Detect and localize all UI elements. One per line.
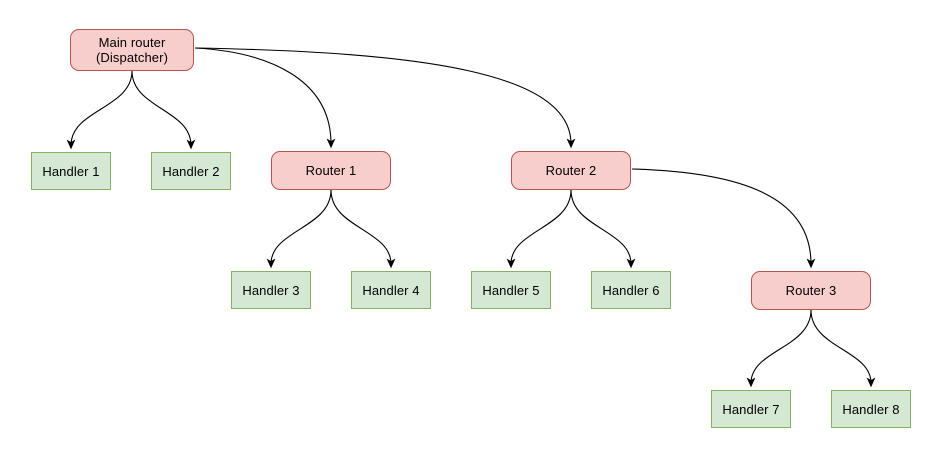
node-handler-8[interactable]: Handler 8: [831, 390, 911, 428]
edge-router-2-to-router-3: [631, 168, 816, 269]
edge-router-2-to-handler-5: [506, 189, 572, 269]
node-handler-7[interactable]: Handler 7: [711, 390, 791, 428]
edge-main-router-to-handler-1: [66, 70, 133, 150]
node-label-handler-7: Handler 7: [722, 401, 780, 417]
edge-main-router-to-router-1: [194, 47, 336, 149]
edge-main-router-to-router-2: [194, 47, 576, 149]
node-label-handler-3: Handler 3: [242, 282, 300, 298]
node-handler-1[interactable]: Handler 1: [31, 152, 111, 190]
edge-router-3-to-handler-7: [746, 309, 812, 388]
node-label-handler-1: Handler 1: [42, 163, 100, 179]
edge-router-3-to-handler-8: [810, 309, 876, 388]
node-router-3[interactable]: Router 3: [751, 271, 871, 310]
node-handler-5[interactable]: Handler 5: [471, 271, 551, 309]
node-label-router-3: Router 3: [785, 283, 837, 298]
node-label-handler-4: Handler 4: [362, 282, 420, 298]
node-label-handler-2: Handler 2: [162, 163, 220, 179]
node-label-handler-5: Handler 5: [482, 282, 540, 298]
node-label-router-2: Router 2: [545, 163, 597, 178]
node-handler-4[interactable]: Handler 4: [351, 271, 431, 309]
node-label-handler-8: Handler 8: [842, 401, 900, 417]
node-router-2[interactable]: Router 2: [511, 151, 631, 190]
edge-router-1-to-handler-3: [266, 189, 332, 269]
node-handler-3[interactable]: Handler 3: [231, 271, 311, 309]
node-label-router-1: Router 1: [305, 163, 357, 178]
node-router-1[interactable]: Router 1: [271, 151, 391, 190]
edge-main-router-to-handler-2: [131, 70, 196, 150]
edges: [66, 47, 876, 388]
node-label-main-router: Main router (Dispatcher): [96, 35, 168, 65]
node-label-handler-6: Handler 6: [602, 282, 660, 298]
edge-router-1-to-handler-4: [330, 189, 396, 269]
node-main-router[interactable]: Main router (Dispatcher): [70, 29, 194, 71]
edge-router-2-to-handler-6: [570, 189, 636, 269]
node-handler-6[interactable]: Handler 6: [591, 271, 671, 309]
node-handler-2[interactable]: Handler 2: [151, 152, 231, 190]
